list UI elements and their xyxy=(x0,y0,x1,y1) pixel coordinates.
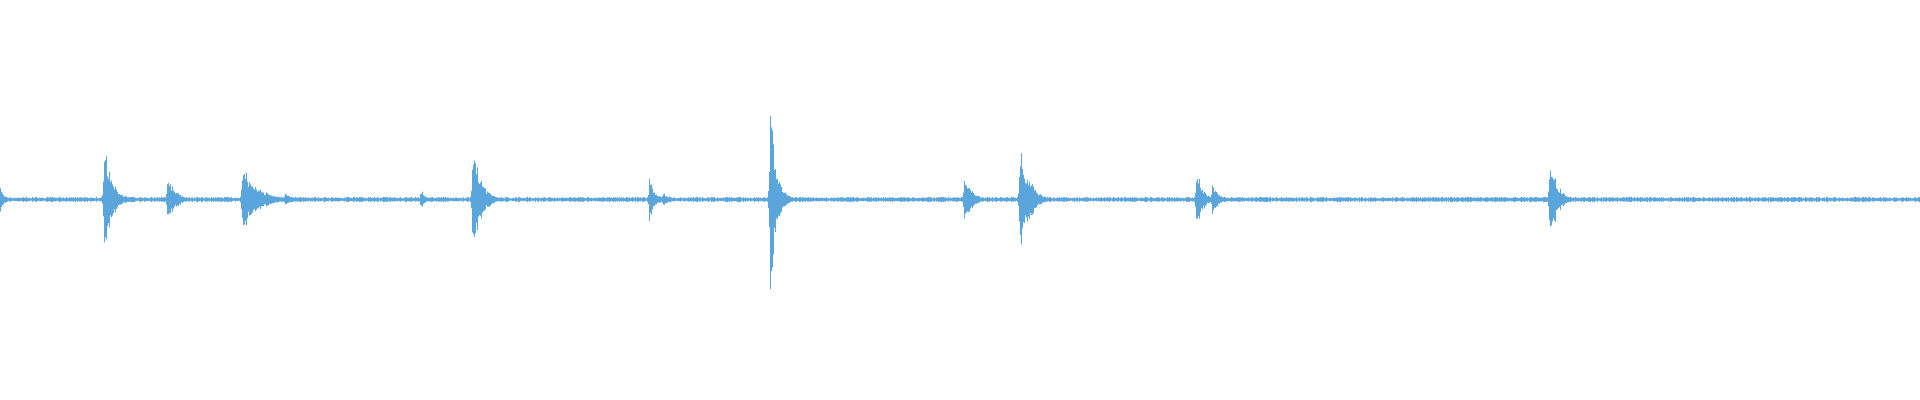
waveform-path xyxy=(0,116,1920,289)
waveform-bars xyxy=(0,116,1920,289)
